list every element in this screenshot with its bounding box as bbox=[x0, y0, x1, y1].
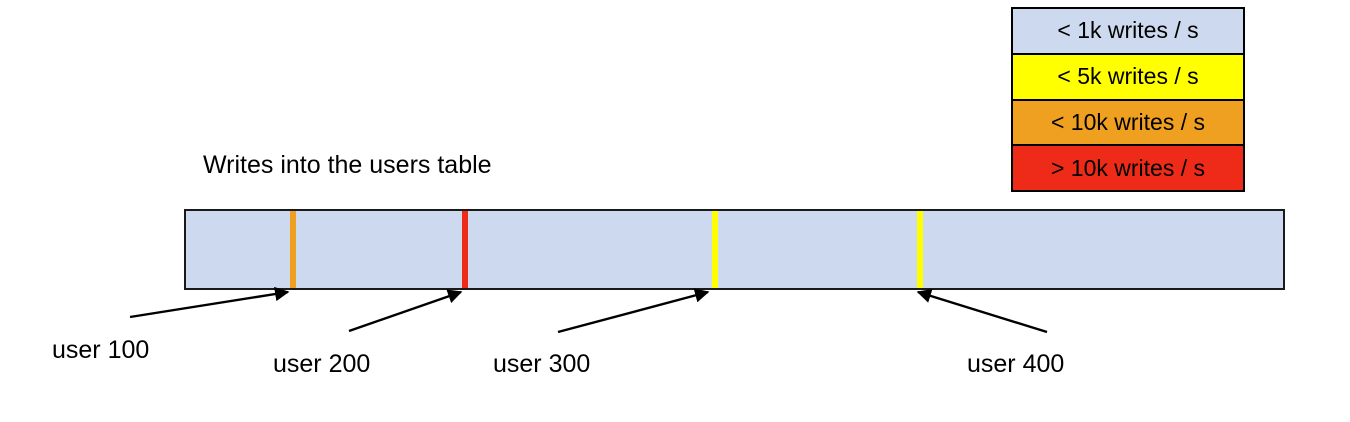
arrow-user-300 bbox=[557, 288, 710, 334]
label-user-100: user 100 bbox=[52, 336, 150, 364]
write-rate-legend: < 1k writes / s < 5k writes / s < 10k wr… bbox=[1011, 7, 1245, 192]
arrow-user-400 bbox=[916, 288, 1048, 334]
arrow-user-200 bbox=[348, 289, 463, 333]
legend-label-lt-10k: < 10k writes / s bbox=[1050, 108, 1206, 135]
legend-row-lt-1k: < 1k writes / s bbox=[1013, 9, 1243, 55]
legend-row-lt-10k: < 10k writes / s bbox=[1013, 100, 1243, 147]
label-user-400: user 400 bbox=[967, 350, 1065, 378]
stripe-user-400 bbox=[917, 211, 923, 288]
legend-row-gt-10k: > 10k writes / s bbox=[1013, 146, 1243, 190]
chart-title: Writes into the users table bbox=[203, 151, 492, 179]
legend-label-lt-5k: < 5k writes / s bbox=[1057, 63, 1199, 90]
stripe-user-100 bbox=[290, 211, 296, 288]
stripe-user-300 bbox=[712, 211, 718, 288]
legend-label-gt-10k: > 10k writes / s bbox=[1050, 154, 1206, 181]
legend-row-lt-5k: < 5k writes / s bbox=[1013, 54, 1243, 101]
label-user-200: user 200 bbox=[273, 350, 371, 378]
users-table-bar bbox=[184, 209, 1285, 290]
label-user-300: user 300 bbox=[493, 350, 591, 378]
legend-label-lt-1k: < 1k writes / s bbox=[1057, 17, 1199, 44]
stripe-user-200 bbox=[462, 211, 468, 288]
arrow-user-100 bbox=[129, 286, 290, 319]
